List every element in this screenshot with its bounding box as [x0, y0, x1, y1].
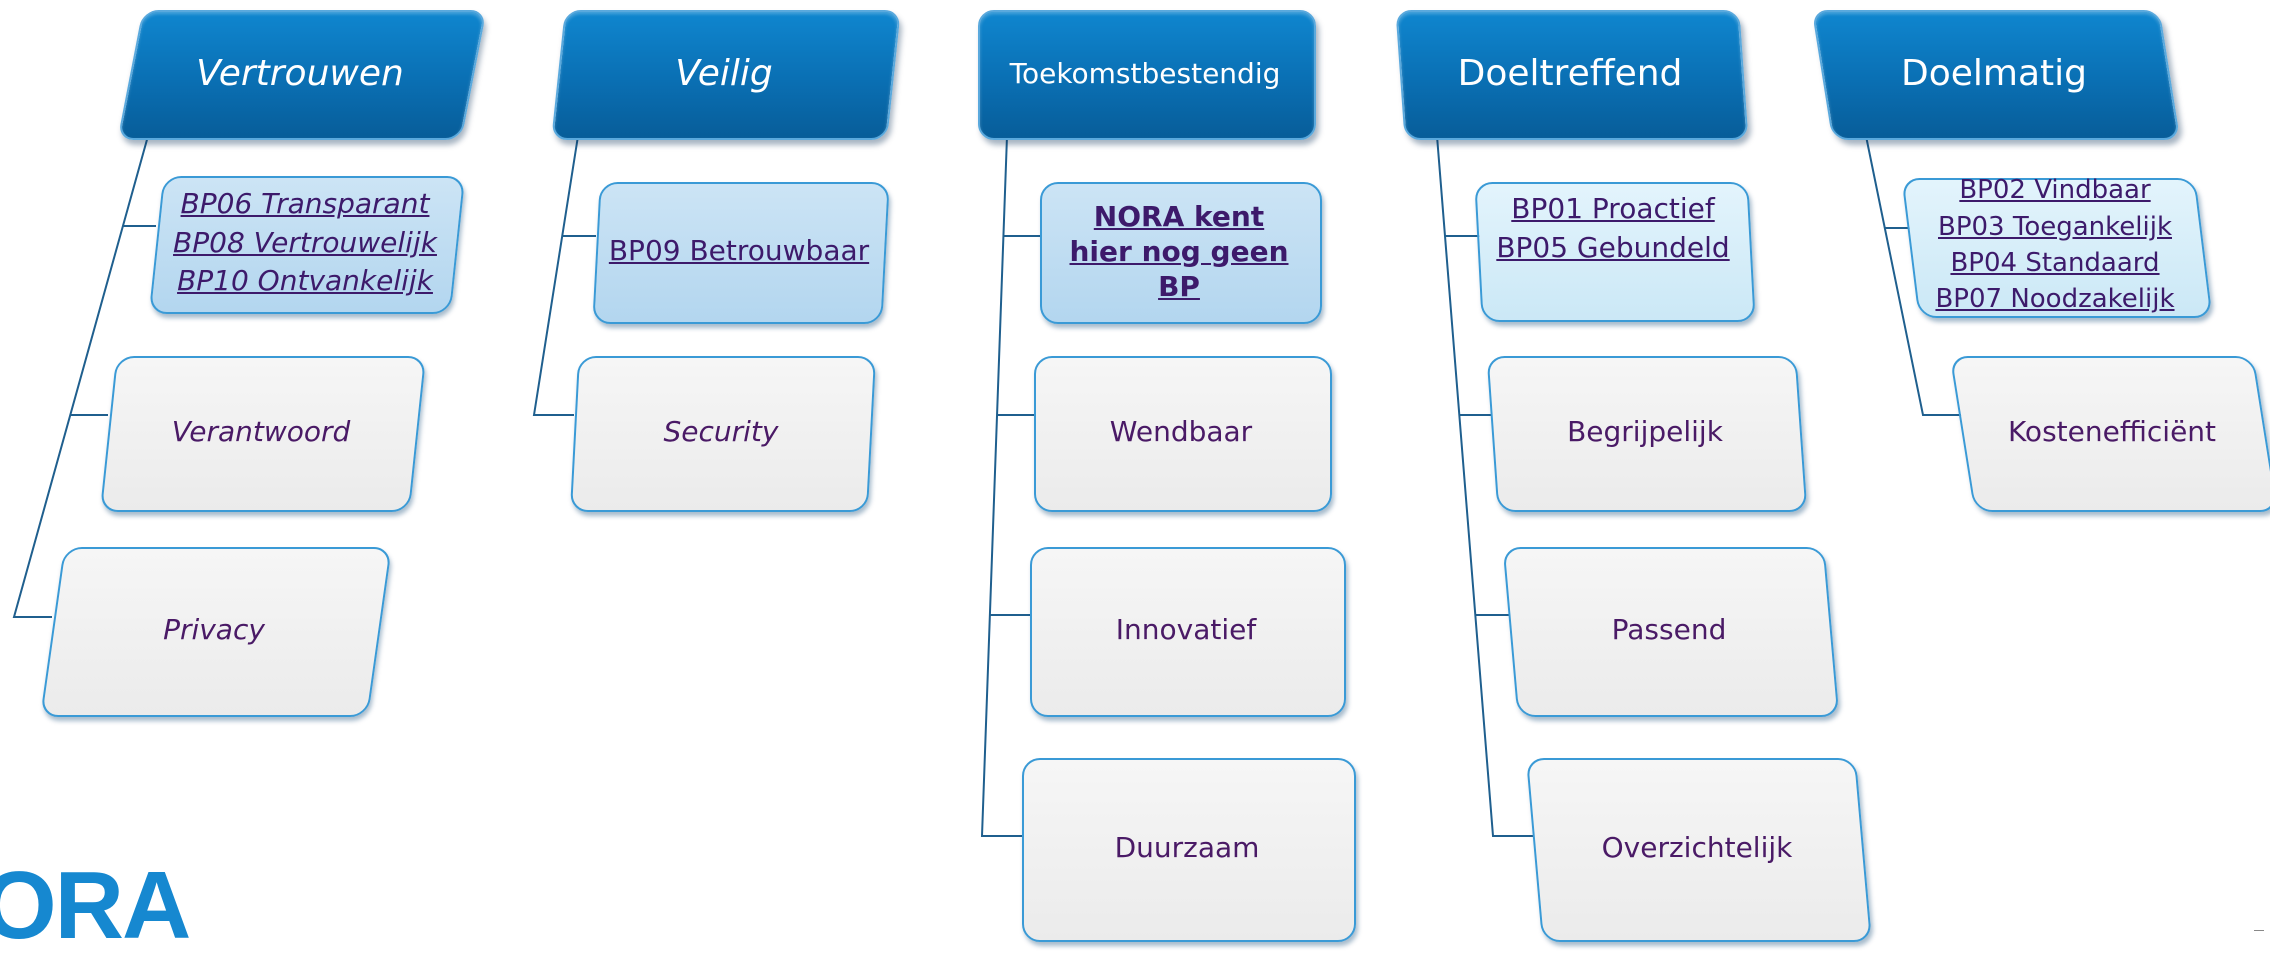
principles-doeltreffend: BP01 Proactief BP05 Gebundeld — [1478, 182, 1748, 318]
child-begrijpelijk: Begrijpelijk — [1567, 414, 1723, 448]
principle-link-bp03[interactable]: BP03 Toegankelijk — [1938, 211, 2172, 242]
child-duurzaam: Duurzaam — [1114, 830, 1260, 864]
header-vertrouwen: Vertrouwen — [196, 52, 404, 94]
header-toekomstbestendig: Toekomstbestendig — [1009, 56, 1281, 90]
header-toekomstbestendig-box[interactable] — [978, 10, 1316, 140]
principle-link-bp04[interactable]: BP04 Standaard — [1950, 248, 2160, 278]
connector-veilig — [532, 135, 579, 416]
principle-link-bp06[interactable]: BP06 Transparant — [180, 187, 430, 221]
corner-mark — [2254, 930, 2264, 931]
principle-link-bp02[interactable]: BP02 Vindbaar — [1959, 175, 2151, 206]
child-verantwoord: Verantwoord — [171, 414, 351, 448]
header-doelmatig: Doelmatig — [1901, 52, 2087, 94]
principle-link-bp05[interactable]: BP05 Gebundeld — [1496, 230, 1730, 264]
child-wendbaar: Wendbaar — [1109, 414, 1253, 448]
principle-link-bp08[interactable]: BP08 Vertrouwelijk — [173, 225, 437, 259]
child-innovatief: Innovatief — [1115, 612, 1257, 646]
principles-toekomst: NORA kent hier nog geen BP — [1060, 182, 1298, 320]
header-veilig: Veilig — [675, 52, 773, 94]
principle-link-bp10[interactable]: BP10 Ontvankelijk — [177, 264, 433, 298]
principles-veilig: BP09 Betrouwbaar — [596, 182, 882, 320]
header-doeltreffend: Doeltreffend — [1457, 52, 1683, 94]
connector-vertrouwen — [12, 135, 149, 618]
child-passend: Passend — [1611, 612, 1727, 646]
principle-link-bp01[interactable]: BP01 Proactief — [1511, 192, 1715, 225]
child-kostenefficient: Kostenefficiënt — [2007, 414, 2217, 448]
principle-link-nora-geen-bp[interactable]: NORA kent hier nog geen BP — [1069, 199, 1289, 303]
principles-vertrouwen: BP06 Transparant BP08 Vertrouwelijk BP10… — [156, 176, 454, 310]
principles-box-toekomst — [1040, 182, 1322, 324]
nora-logo: ORA — [0, 852, 191, 959]
principle-link-bp09[interactable]: BP09 Betrouwbaar — [608, 233, 870, 267]
child-box-wendbaar — [1034, 356, 1332, 512]
child-overzichtelijk: Overzichtelijk — [1601, 830, 1793, 864]
connector-toekomst — [980, 135, 1022, 837]
child-box-duurzaam — [1022, 758, 1356, 942]
principle-link-bp07[interactable]: BP07 Noodzakelijk — [1935, 284, 2175, 315]
child-privacy: Privacy — [163, 612, 265, 646]
child-box-innovatief — [1030, 547, 1346, 717]
principles-doelmatig: BP02 Vindbaar BP03 Toegankelijk BP04 Sta… — [1910, 172, 2200, 318]
child-security: Security — [663, 414, 779, 448]
connector-doeltreffend — [1436, 135, 1534, 837]
